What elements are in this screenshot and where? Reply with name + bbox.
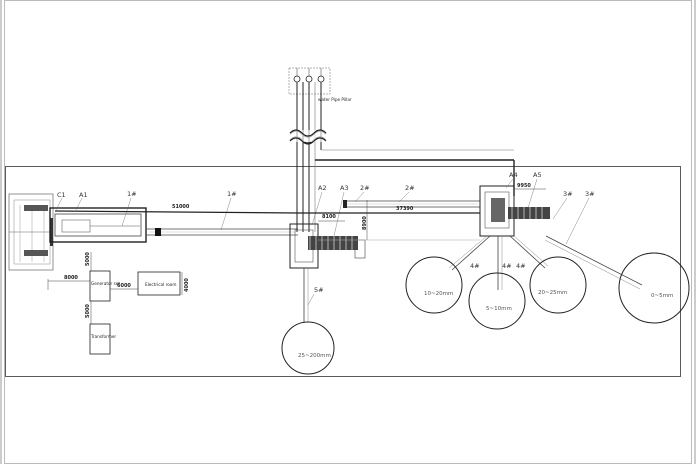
label-4-a: 4#: [470, 262, 480, 270]
pile-label-25-200: 25~200mm: [298, 353, 331, 359]
pile-label-5-10: 5~10mm: [486, 306, 512, 312]
pile-label-10-20: 10~20mm: [424, 291, 453, 297]
sheet-border: [4, 0, 692, 464]
label-1-a: 1#: [127, 190, 137, 198]
site-boundary: [5, 166, 681, 377]
stockpile-5-10: [468, 272, 526, 330]
dim-8900: 8900: [362, 216, 368, 230]
transformer-label: Transformer: [90, 334, 116, 339]
stockpile-25-200: [281, 321, 335, 375]
dim-6000: 6000: [117, 283, 131, 289]
label-4-b: 4#: [502, 262, 512, 270]
dim-51000: 51000: [172, 204, 190, 210]
dim-8000: 8000: [64, 275, 78, 281]
label-a2: A2: [318, 184, 327, 192]
conveyor-4-a: [448, 235, 491, 271]
electrical-room: [137, 271, 181, 296]
conveyor-2: [343, 200, 480, 208]
conveyor-5: [303, 268, 309, 322]
primary-feeder-group: [8, 193, 54, 271]
generator-set: [89, 270, 111, 302]
conveyor-1: [146, 228, 298, 236]
dim-5000-a: 5000: [85, 252, 91, 266]
label-a3: A3: [340, 184, 349, 192]
dim-5000-b: 5000: [85, 304, 91, 318]
secondary-crusher: [289, 223, 366, 269]
conveyor-4-b: [497, 236, 503, 290]
dim-9950: 9950: [517, 183, 531, 189]
label-c1: C1: [57, 191, 66, 199]
transformer: [89, 323, 111, 355]
vibrating-screen: [479, 185, 550, 237]
stockpile-0-5: [618, 252, 690, 324]
conveyor-3: [544, 235, 643, 290]
label-a4: A4: [509, 171, 518, 179]
label-3-a: 3#: [563, 190, 573, 198]
stockpile-20-25: [529, 256, 587, 314]
label-3-b: 3#: [585, 190, 595, 198]
pile-label-0-5: 0~5mm: [651, 293, 673, 299]
water-pipe-label: water Pipe Pillar: [318, 97, 352, 102]
label-5: 5#: [314, 286, 324, 294]
pipe-break-symbol: [286, 129, 330, 145]
label-a5: A5: [533, 171, 542, 179]
label-a1: A1: [79, 191, 88, 199]
dim-8100: 8100: [322, 214, 336, 220]
conveyor-4-c: [509, 235, 549, 269]
label-4-c: 4#: [516, 262, 526, 270]
dim-37390: 37390: [396, 206, 414, 212]
electrical-room-label: Electrical room: [145, 282, 176, 287]
generator-label: Generator set: [91, 281, 120, 286]
stockpile-10-20: [405, 256, 463, 314]
pile-label-20-25: 20~25mm: [538, 290, 567, 296]
label-1-b: 1#: [227, 190, 237, 198]
dim-4000: 4000: [184, 278, 190, 292]
label-2-a: 2#: [360, 184, 370, 192]
label-2-b: 2#: [405, 184, 415, 192]
jaw-crusher: [49, 207, 147, 243]
